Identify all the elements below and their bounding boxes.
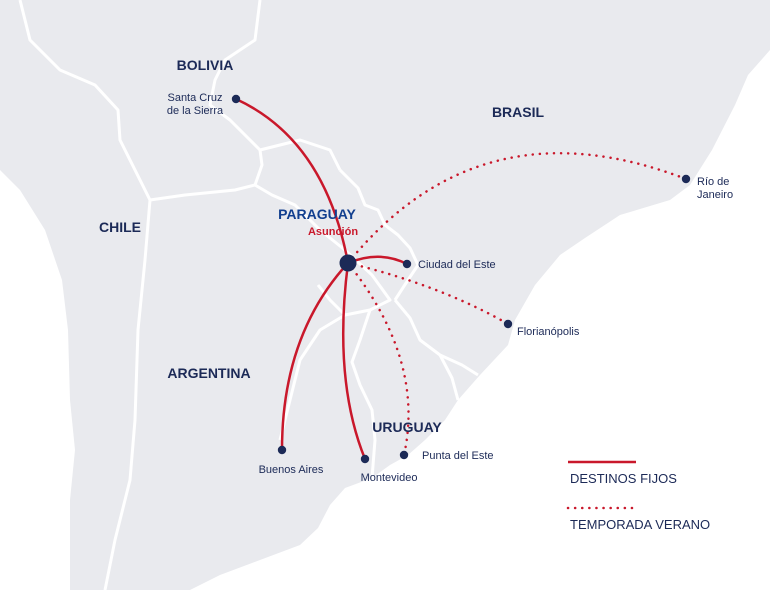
florianopolis-marker bbox=[503, 319, 513, 329]
country-label-uruguay: URUGUAY bbox=[372, 419, 442, 435]
hub-label: Asunción bbox=[308, 226, 358, 238]
country-label-bolivia: BOLIVIA bbox=[177, 57, 234, 73]
city-label-santa-cruz-line1: Santa Cruz bbox=[167, 92, 222, 104]
route-punta-del-este bbox=[346, 261, 410, 457]
asuncion-hub-marker bbox=[339, 254, 357, 272]
route-montevideo bbox=[341, 261, 367, 461]
route-buenos-aires bbox=[280, 261, 350, 452]
country-borders bbox=[18, 0, 479, 590]
santa-cruz-marker bbox=[231, 94, 241, 104]
city-label-montevideo: Montevideo bbox=[361, 472, 418, 484]
city-label-buenos-aires: Buenos Aires bbox=[259, 464, 324, 476]
route-rio bbox=[346, 151, 688, 265]
country-label-brasil: BRASIL bbox=[492, 104, 545, 120]
city-label-florianopolis: Florianópolis bbox=[517, 326, 580, 338]
country-label-chile: CHILE bbox=[99, 219, 141, 235]
legend-seasonal-label: TEMPORADA VERANO bbox=[570, 517, 710, 532]
country-label-argentina: ARGENTINA bbox=[167, 365, 250, 381]
country-label-paraguay: PARAGUAY bbox=[278, 206, 356, 222]
destination-markers bbox=[231, 94, 691, 464]
city-label-ciudad-del-este: Ciudad del Este bbox=[418, 259, 496, 271]
montevideo-marker bbox=[360, 454, 370, 464]
rio-marker bbox=[681, 174, 691, 184]
city-label-rio-line2: Janeiro bbox=[697, 189, 733, 201]
route-florianopolis bbox=[346, 261, 510, 326]
buenos-aires-marker bbox=[277, 445, 287, 455]
legend-fixed-label: DESTINOS FIJOS bbox=[570, 471, 677, 486]
city-label-punta-del-este: Punta del Este bbox=[422, 450, 494, 462]
city-label-rio-line1: Río de bbox=[697, 176, 729, 188]
city-label-santa-cruz-line2: de la Sierra bbox=[167, 105, 224, 117]
fixed-routes bbox=[234, 97, 409, 461]
seasonal-routes bbox=[346, 151, 688, 457]
route-santa-cruz bbox=[234, 97, 350, 265]
punta-del-este-marker bbox=[399, 450, 409, 460]
ciudad-del-este-marker bbox=[402, 259, 412, 269]
legend: DESTINOS FIJOS TEMPORADA VERANO bbox=[566, 460, 710, 532]
